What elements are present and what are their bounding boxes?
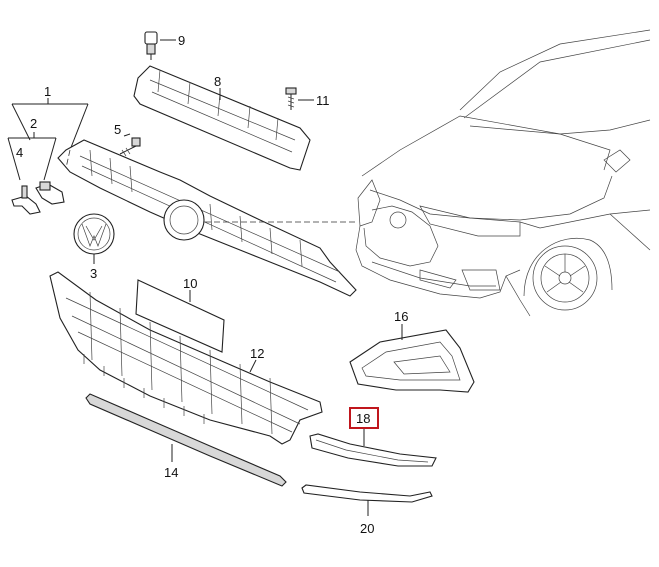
car-front-illustration bbox=[355, 29, 651, 317]
part-4-bracket[interactable] bbox=[11, 185, 41, 215]
callout-2: 2 bbox=[30, 116, 37, 131]
part-2-bracket[interactable] bbox=[35, 181, 65, 205]
callout-4: 4 bbox=[16, 145, 23, 160]
part-12-lower-grille[interactable] bbox=[49, 271, 323, 445]
part-3-vw-badge[interactable] bbox=[73, 213, 115, 255]
part-14-trim-strip[interactable] bbox=[85, 393, 287, 487]
callout-20: 20 bbox=[360, 521, 374, 536]
part-5-screw[interactable] bbox=[119, 137, 141, 157]
callout-14: 14 bbox=[164, 465, 178, 480]
part-16-fog-cover[interactable] bbox=[349, 329, 475, 393]
callout-1: 1 bbox=[44, 84, 51, 99]
callout-tree-1 bbox=[7, 98, 89, 181]
callout-11: 11 bbox=[316, 93, 330, 108]
callout-18: 18 bbox=[356, 411, 370, 426]
leader-12 bbox=[249, 359, 257, 373]
dash-left bbox=[65, 149, 71, 169]
part-10-plate-holder[interactable] bbox=[135, 279, 225, 353]
part-8-carrier[interactable] bbox=[133, 65, 311, 171]
part-9-clip[interactable] bbox=[144, 31, 158, 60]
part-11-screw[interactable] bbox=[285, 87, 297, 110]
part-20-chrome-strip[interactable] bbox=[301, 484, 433, 503]
callout-9: 9 bbox=[178, 33, 185, 48]
part-1-upper-grille[interactable] bbox=[57, 139, 357, 297]
callout-10: 10 bbox=[183, 276, 197, 291]
callout-12: 12 bbox=[250, 346, 264, 361]
callout-16: 16 bbox=[394, 309, 408, 324]
callout-18-highlight bbox=[349, 407, 379, 429]
part-18-trim-strip[interactable] bbox=[309, 433, 437, 467]
callout-3: 3 bbox=[90, 266, 97, 281]
callout-5: 5 bbox=[114, 122, 121, 137]
leader-5 bbox=[123, 133, 131, 137]
callout-8: 8 bbox=[214, 74, 221, 89]
